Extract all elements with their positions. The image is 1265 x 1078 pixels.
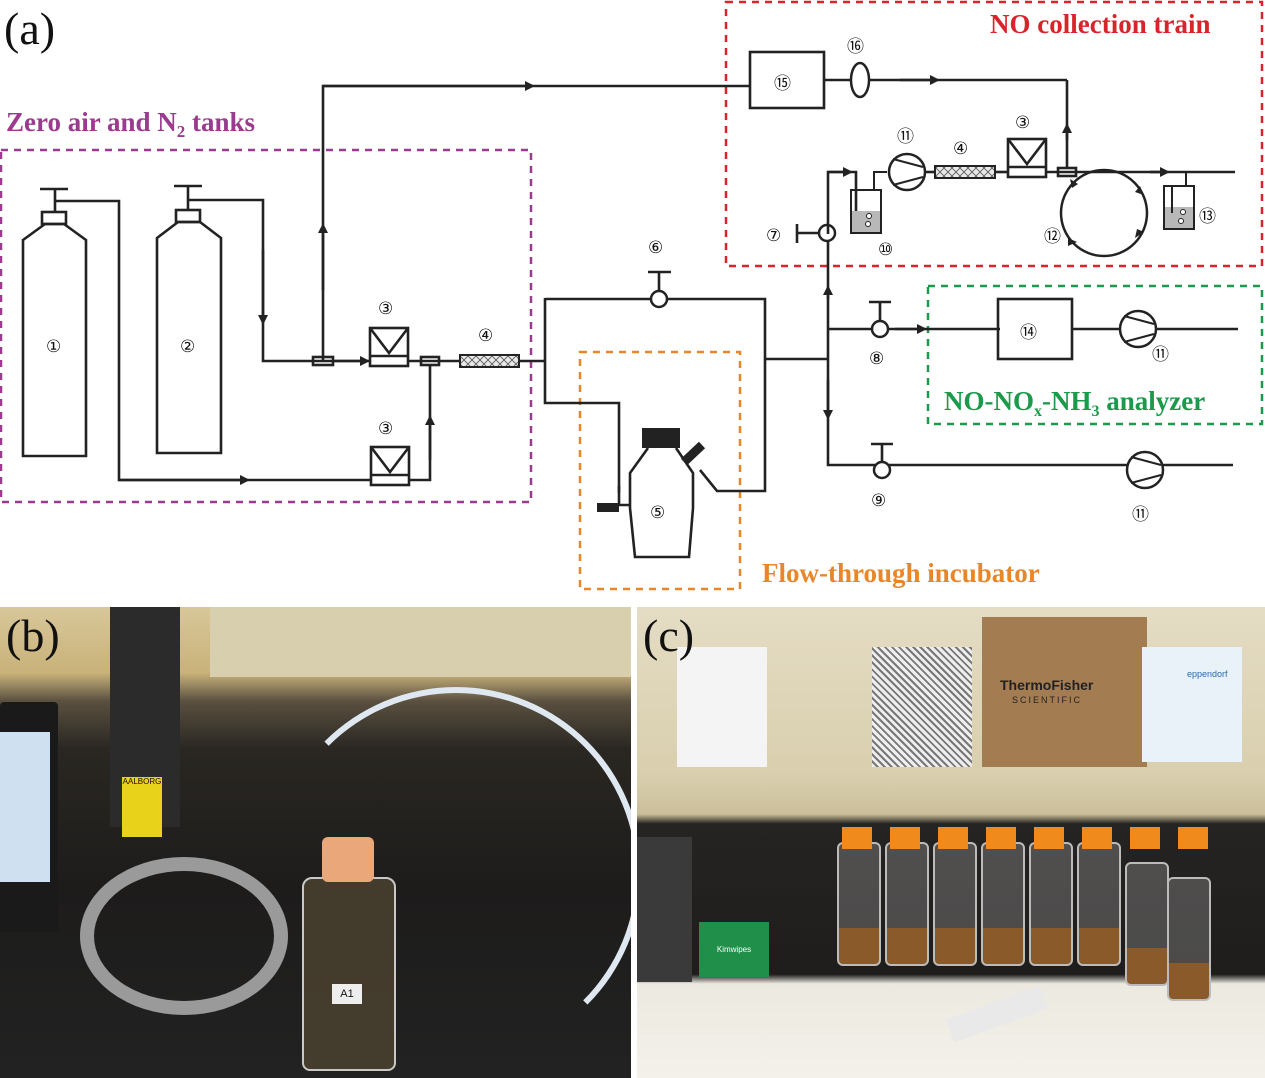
svg-text:⑭: ⑭: [1020, 323, 1037, 343]
mass-flow-controller: ③: [368, 299, 410, 368]
orange-caps: [842, 827, 1222, 849]
collection-group-box: [724, 0, 1264, 268]
valve-8: ⑧: [869, 300, 891, 369]
svg-text:⑮: ⑮: [774, 74, 791, 94]
pump: ⑪: [1125, 450, 1165, 525]
svg-text:③: ③: [378, 419, 393, 439]
device-label: AALBORG: [122, 777, 162, 837]
svg-text:⑪: ⑪: [897, 127, 914, 147]
bottle-row: [837, 842, 1211, 1001]
wall-outlet-strip: [210, 607, 631, 677]
wire-rack: [872, 647, 972, 767]
schematic-diagram: (a) Zero air and N2 tanks Flow-through i…: [0, 0, 1264, 591]
bubbler-10: ⑩: [850, 171, 893, 260]
collection-group-title: NO collection train: [990, 9, 1210, 39]
svg-text:②: ②: [180, 337, 195, 357]
tanks-group-box: [0, 148, 533, 504]
incubator-group-title: Flow-through incubator: [762, 558, 1040, 588]
panel-a-letter: (a): [4, 3, 55, 54]
svg-text:④: ④: [478, 326, 493, 346]
svg-text:⑪: ⑪: [1132, 505, 1149, 525]
pump: ⑪: [1118, 309, 1169, 365]
panel-b-letter: (b): [6, 610, 60, 661]
svg-text:①: ①: [46, 337, 61, 357]
svg-text:③: ③: [378, 299, 393, 319]
svg-text:⑧: ⑧: [869, 349, 884, 369]
vacuum-pump: [637, 837, 692, 982]
tanks-group-title: Zero air and N2 tanks: [6, 107, 255, 141]
pump: ⑪: [887, 127, 927, 192]
svg-text:⑩: ⑩: [878, 240, 893, 260]
filter: ④: [934, 139, 996, 179]
svg-text:⑪: ⑪: [1152, 345, 1169, 365]
analyzer-14: ⑭: [996, 297, 1074, 361]
analyzer-group-box: [926, 284, 1264, 426]
thermofisher-box: ThermoFisher SCIENTIFIC: [982, 617, 1147, 767]
svg-text:⑯: ⑯: [847, 37, 864, 57]
incubator-group-box: [578, 350, 742, 591]
mass-flow-controller: ③: [369, 419, 411, 487]
tubing: [270, 687, 631, 1059]
manifold: [945, 985, 1049, 1043]
loop-12: ⑫: [1044, 168, 1149, 258]
incubation-bottle: ⑤: [597, 428, 706, 559]
component-16: ⑯: [847, 37, 871, 99]
incubator-inlet-line: [543, 298, 621, 493]
valve-7: ⑦: [766, 223, 837, 246]
kimwipes-box: Kimwipes: [699, 922, 769, 977]
svg-text:⑫: ⑫: [1044, 227, 1061, 247]
bubbler-13: ⑬: [1163, 172, 1216, 230]
valve-9: ⑨: [871, 442, 893, 511]
gas-cylinder-1: ①: [21, 187, 88, 458]
svg-text:⑥: ⑥: [648, 238, 663, 258]
eppendorf-box: eppendorf: [1142, 647, 1242, 762]
mass-flow-controller: ③: [1006, 113, 1048, 179]
svg-text:④: ④: [953, 139, 968, 159]
incubator-outlet-line: [545, 297, 767, 493]
svg-text:③: ③: [1015, 113, 1030, 133]
filter: ④: [459, 326, 520, 368]
svg-text:⑦: ⑦: [766, 226, 781, 246]
svg-text:⑬: ⑬: [1199, 207, 1216, 227]
gas-cylinder-2: ②: [155, 184, 223, 455]
svg-text:⑤: ⑤: [650, 503, 665, 523]
photo-panel-b: AALBORG A1 (b): [0, 607, 631, 1078]
cable-coil: [80, 857, 288, 1015]
foam-boxes: [677, 647, 767, 767]
photo-panel-c: ThermoFisher SCIENTIFIC eppendorf Kimwip…: [637, 607, 1265, 1078]
panel-c-letter: (c): [643, 610, 695, 661]
svg-text:⑨: ⑨: [871, 491, 886, 511]
analyzer-group-title: NO-NOx-NH3 analyzer: [944, 386, 1205, 420]
valve-6: ⑥: [648, 238, 671, 309]
tank2-line: [188, 198, 370, 363]
laptop: [0, 702, 58, 932]
component-15: ⑮: [748, 50, 826, 110]
